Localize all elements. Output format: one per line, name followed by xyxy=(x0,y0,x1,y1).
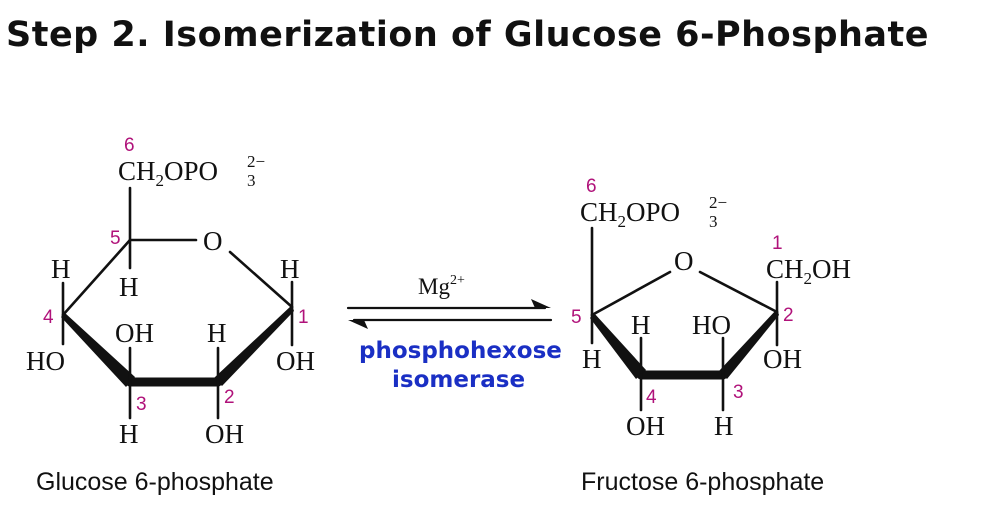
g-phosphate-charge: 2− xyxy=(247,152,265,171)
g-num-5: 5 xyxy=(110,228,121,249)
f-num-5: 5 xyxy=(571,307,582,328)
f-c1-group: CH2OH xyxy=(766,254,851,288)
g-ch: CH xyxy=(118,156,156,186)
f-phosphate-charge: 2− xyxy=(709,193,727,212)
g-wedge-c1-c2 xyxy=(214,305,294,386)
f-carbon-numbers: 6 1 5 2 4 3 xyxy=(571,176,794,408)
enzyme-name-line1: phosphohexose xyxy=(359,338,562,364)
cofactor-symbol: Mg xyxy=(418,274,450,299)
glucose-6-phosphate-structure: CH2OPO 2− 3 O H H HO OH H H OH H OH 6 5 … xyxy=(26,135,315,496)
f-c4-h: H xyxy=(631,310,651,340)
f-opo: OPO xyxy=(626,197,680,227)
g-c3-h: H xyxy=(119,419,139,449)
g-num-3: 3 xyxy=(136,394,147,415)
g-wedge-c3-c4 xyxy=(61,313,135,387)
g-c4-h: H xyxy=(51,254,71,284)
f-bond-o-c2 xyxy=(698,270,779,314)
g-c2-h: H xyxy=(207,318,227,348)
g-phosphate-sub3: 3 xyxy=(247,171,256,190)
f-c1-ch: CH xyxy=(766,254,804,284)
g-num-6: 6 xyxy=(124,135,135,156)
f-num-6: 6 xyxy=(586,176,597,197)
equilibrium-arrows: Mg2+ phosphohexose isomerase xyxy=(346,273,562,393)
f-c1-oh: OH xyxy=(812,254,851,284)
f-num-3: 3 xyxy=(733,382,744,403)
glucose-caption: Glucose 6-phosphate xyxy=(36,468,274,496)
f-c3-h: H xyxy=(714,411,734,441)
g-num-1: 1 xyxy=(298,307,309,328)
forward-arrow-head xyxy=(531,299,551,308)
reverse-arrow-head xyxy=(348,320,368,329)
f-wedge-c4-c5 xyxy=(590,313,646,379)
f-c2-oh: OH xyxy=(763,344,802,374)
f-bond-c5-o xyxy=(590,270,672,317)
g-carbon-numbers: 6 5 4 3 2 1 xyxy=(43,135,309,415)
g-num-2: 2 xyxy=(224,387,235,408)
f-phosphate-sub3: 3 xyxy=(709,212,718,231)
f-wedge-c2-c3 xyxy=(719,309,779,379)
f-ch: CH xyxy=(580,197,618,227)
f-c1-sub2: 2 xyxy=(804,269,813,288)
g-bond-o-c1 xyxy=(228,250,294,309)
g-phosphate-group: CH2OPO xyxy=(118,156,218,190)
f-c3-ho: HO xyxy=(692,310,731,340)
f-ring-oxygen: O xyxy=(674,246,694,276)
f-num-1: 1 xyxy=(772,233,783,254)
fructose-6-phosphate-structure: CH2OPO 2− 3 CH2OH O H HO H OH OH H 6 1 5… xyxy=(571,176,851,496)
f-sub2: 2 xyxy=(618,212,627,231)
g-c1-h: H xyxy=(280,254,300,284)
g-opo: OPO xyxy=(164,156,218,186)
g-sub2: 2 xyxy=(156,171,165,190)
g-c1-oh: OH xyxy=(276,346,315,376)
g-num-4: 4 xyxy=(43,307,54,328)
g-bond-c4-c5 xyxy=(61,238,132,317)
f-c4-oh: OH xyxy=(626,411,665,441)
f-phosphate-group: CH2OPO xyxy=(580,197,680,231)
g-c3-oh: OH xyxy=(115,318,154,348)
cofactor-label: Mg2+ xyxy=(418,273,465,299)
fructose-caption: Fructose 6-phosphate xyxy=(581,468,824,496)
g-ring-oxygen: O xyxy=(203,226,223,256)
g-c5-h: H xyxy=(119,272,139,302)
g-c2-oh: OH xyxy=(205,419,244,449)
f-c5-h: H xyxy=(582,344,602,374)
cofactor-charge: 2+ xyxy=(450,273,465,288)
enzyme-name-line2: isomerase xyxy=(392,367,525,393)
f-num-2: 2 xyxy=(783,305,794,326)
g-c4-ho: HO xyxy=(26,346,65,376)
f-num-4: 4 xyxy=(646,387,657,408)
page-title: Step 2. Isomerization of Glucose 6-Phosp… xyxy=(6,15,929,55)
